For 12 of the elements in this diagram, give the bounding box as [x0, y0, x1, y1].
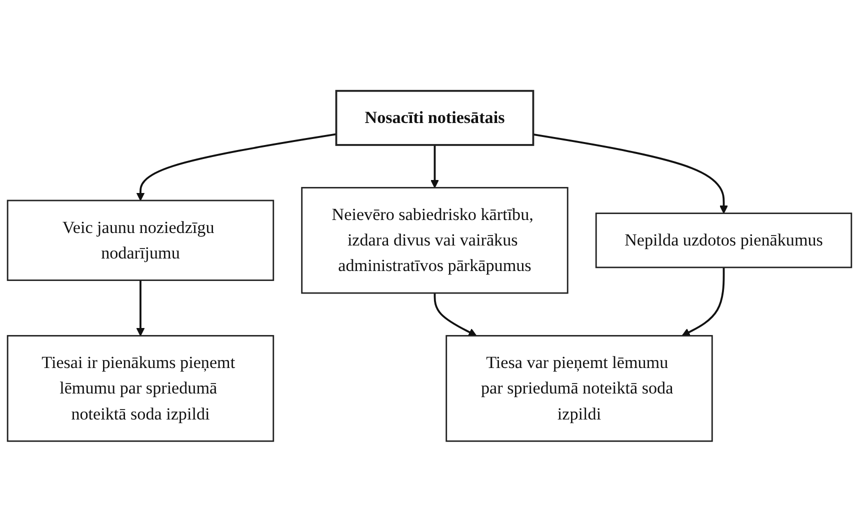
- node-box: Nosacīti notiesātais: [335, 90, 534, 146]
- arrow: [136, 280, 145, 336]
- arrow: [430, 144, 439, 188]
- arrow: [434, 293, 477, 336]
- arrow: [682, 267, 725, 336]
- node-box: Tiesai ir pienākums pieņemt lēmumu par spriedumā noteiktā soda izpildi: [6, 335, 274, 442]
- node-box: Nepilda uzdotos pienākumus: [595, 212, 852, 268]
- arrow: [533, 133, 728, 214]
- node-box: Tiesa var pieņemt lēmumu par spriedumā noteiktā soda izpildi: [446, 335, 713, 442]
- node-box: Veic jaunu noziedzīgu nodarījumu: [6, 200, 274, 281]
- node-box: Neievēro sabiedrisko kārtību, izdara divus vai vairākus administratīvos pārkāpumus: [301, 186, 568, 294]
- arrow: [136, 133, 336, 201]
